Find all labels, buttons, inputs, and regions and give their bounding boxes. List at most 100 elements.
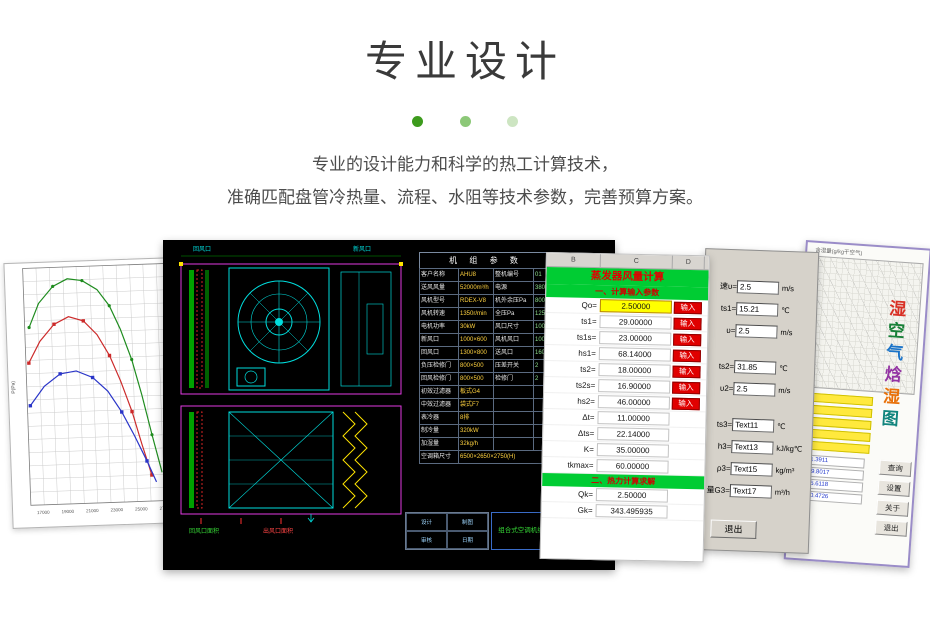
svg-text:17000: 17000	[37, 510, 50, 515]
dialog-input[interactable]: Text11	[731, 417, 775, 433]
cad-label-outlet-area: 出风口面积	[263, 529, 294, 535]
dialog-input[interactable]: 2.5	[733, 381, 776, 397]
deco-dot	[506, 116, 518, 127]
fan-curve-svg: 170001900021000230002500027000P(Pa)	[11, 262, 179, 515]
dialog-field-label: ts2=	[718, 361, 735, 371]
excel-cell-value[interactable]: 35.00000	[596, 443, 669, 458]
excel-cell-value[interactable]: 18.00000	[598, 363, 671, 378]
section-description: 专业的设计能力和科学的热工计算技术， 准确匹配盘管冷热量、流程、水阻等技术参数，…	[0, 148, 930, 214]
dialog-input[interactable]: Text15	[730, 461, 773, 477]
excel-cell-label: Gk=	[577, 505, 593, 516]
dialog-unit-label: ℃	[779, 363, 788, 373]
psychro-title-char: 空	[887, 320, 906, 342]
cad-table-cell	[493, 398, 534, 412]
excel-input-button[interactable]: 输入	[673, 333, 702, 346]
eliminator-zigzag-icon	[342, 411, 368, 509]
cad-table-cell: 风口尺寸	[493, 320, 534, 334]
psychro-button[interactable]: 设置	[877, 479, 911, 497]
excel-cell-value[interactable]: 68.14000	[598, 347, 672, 362]
excel-cell-value[interactable]: 29.00000	[599, 315, 672, 330]
cad-table-cell: 8排	[458, 411, 494, 425]
curve-red	[28, 316, 153, 476]
excel-cell-value[interactable]: 46.00000	[597, 395, 670, 410]
cad-table-cell: 30kW	[458, 320, 494, 334]
cad-titleblock-grid: 设计制图审核日期	[405, 512, 489, 550]
excel-input-button[interactable]: 输入	[673, 317, 702, 330]
cad-table-cell: 1350r/min	[458, 307, 494, 321]
dialog-input[interactable]: 31.85	[733, 359, 777, 375]
excel-cell-label: ts2=	[580, 364, 596, 375]
excel-cell-value[interactable]: 60.00000	[596, 459, 669, 474]
excel-cell-value[interactable]: 22.14000	[597, 427, 670, 442]
cad-table-cell: 袋式F7	[458, 398, 494, 412]
psychrometric-chart	[802, 255, 924, 395]
psychro-title-char: 焓	[884, 364, 903, 385]
dialog-unit-label: m³/h	[774, 487, 790, 497]
cad-table-cell: 送风风量	[419, 281, 459, 295]
cad-table-cell: 中效过滤器	[419, 398, 459, 412]
cad-table-cell: 回风检修门	[419, 372, 459, 386]
cad-table-cell: 检修门	[493, 372, 534, 386]
excel-col-header[interactable]: D	[672, 255, 705, 270]
excel-input-button[interactable]: 输入	[672, 349, 701, 362]
dialog-unit-label: m/s	[778, 385, 791, 395]
psychro-button[interactable]: 关于	[876, 499, 909, 517]
cad-table-cell: 回风口	[419, 346, 459, 360]
cad-table-cell	[493, 385, 534, 399]
excel-input-button[interactable]: 输入	[673, 301, 702, 314]
psychro-title-char: 湿	[888, 299, 908, 320]
svg-text:23000: 23000	[110, 507, 123, 512]
svg-text:21000: 21000	[86, 508, 99, 513]
dialog-input[interactable]: 2.5	[736, 279, 780, 295]
titleblock-cell: 审核	[406, 531, 447, 549]
svg-text:19000: 19000	[62, 509, 75, 514]
cad-table-cell: 全压Pa	[493, 307, 534, 321]
excel-input-button[interactable]: 输入	[671, 397, 700, 410]
excel-cell-value[interactable]: 11.00000	[597, 411, 670, 426]
deco-dot	[412, 116, 424, 127]
excel-cell-label: tkmax=	[567, 460, 594, 471]
cad-table-cell: 压差开关	[493, 359, 534, 373]
excel-cell-value[interactable]: 2.50000	[599, 299, 673, 314]
dialog-input[interactable]: Text13	[731, 439, 774, 455]
cad-drawing	[179, 255, 403, 524]
dialog-field-row: ts3=Text11℃	[702, 415, 810, 435]
deco-dot	[459, 116, 471, 127]
curve-green	[28, 278, 163, 473]
dialog-input[interactable]: 2.5	[735, 323, 778, 339]
cad-table-cell: 风机型号	[419, 294, 459, 308]
ahu-top-drawing	[179, 255, 403, 395]
cad-table-cell: 客户名称	[419, 268, 459, 282]
dialog-field-label: 速υ=	[719, 281, 738, 291]
psychro-title-char: 气	[885, 342, 904, 364]
cad-table-cell: 制冷量	[419, 424, 459, 438]
cad-param-table-wrap: 机 组 参 数 客户名称AHU8整机编号01送风风量52000m³/h电源380…	[419, 252, 566, 464]
cad-titleblock: 设计制图审核日期 组合式空调机组	[405, 512, 551, 550]
dialog-exit-button[interactable]: 退出	[710, 519, 757, 540]
excel-col-header[interactable]: C	[600, 254, 673, 269]
cad-table-cell	[493, 411, 534, 425]
excel-col-header[interactable]: B	[546, 253, 601, 268]
cad-table-cell: 负压检修门	[419, 359, 459, 373]
excel-input-button[interactable]: 输入	[672, 365, 701, 378]
dialog-unit-label: ℃	[776, 421, 786, 431]
excel-cell-value[interactable]: 2.50000	[595, 488, 669, 503]
psychro-title-char: 图	[881, 408, 900, 429]
dialog-input[interactable]: 15.21	[735, 301, 779, 317]
desc-line-1: 专业的设计能力和科学的热工计算技术，	[312, 155, 618, 174]
excel-cell-value[interactable]: 16.90000	[598, 379, 671, 394]
psychro-button[interactable]: 查询	[878, 459, 912, 477]
cad-table-cell: 机外余压Pa	[493, 294, 534, 308]
excel-cell-value[interactable]: 343.495935	[595, 504, 668, 519]
svg-text:P(Pa): P(Pa)	[11, 381, 17, 394]
dots-separator	[0, 114, 930, 132]
excel-cell-value[interactable]: 23.00000	[599, 331, 672, 346]
excel-input-button[interactable]: 输入	[672, 381, 701, 394]
psychro-button[interactable]: 退出	[874, 519, 908, 537]
dialog-input[interactable]: Text17	[729, 483, 773, 499]
